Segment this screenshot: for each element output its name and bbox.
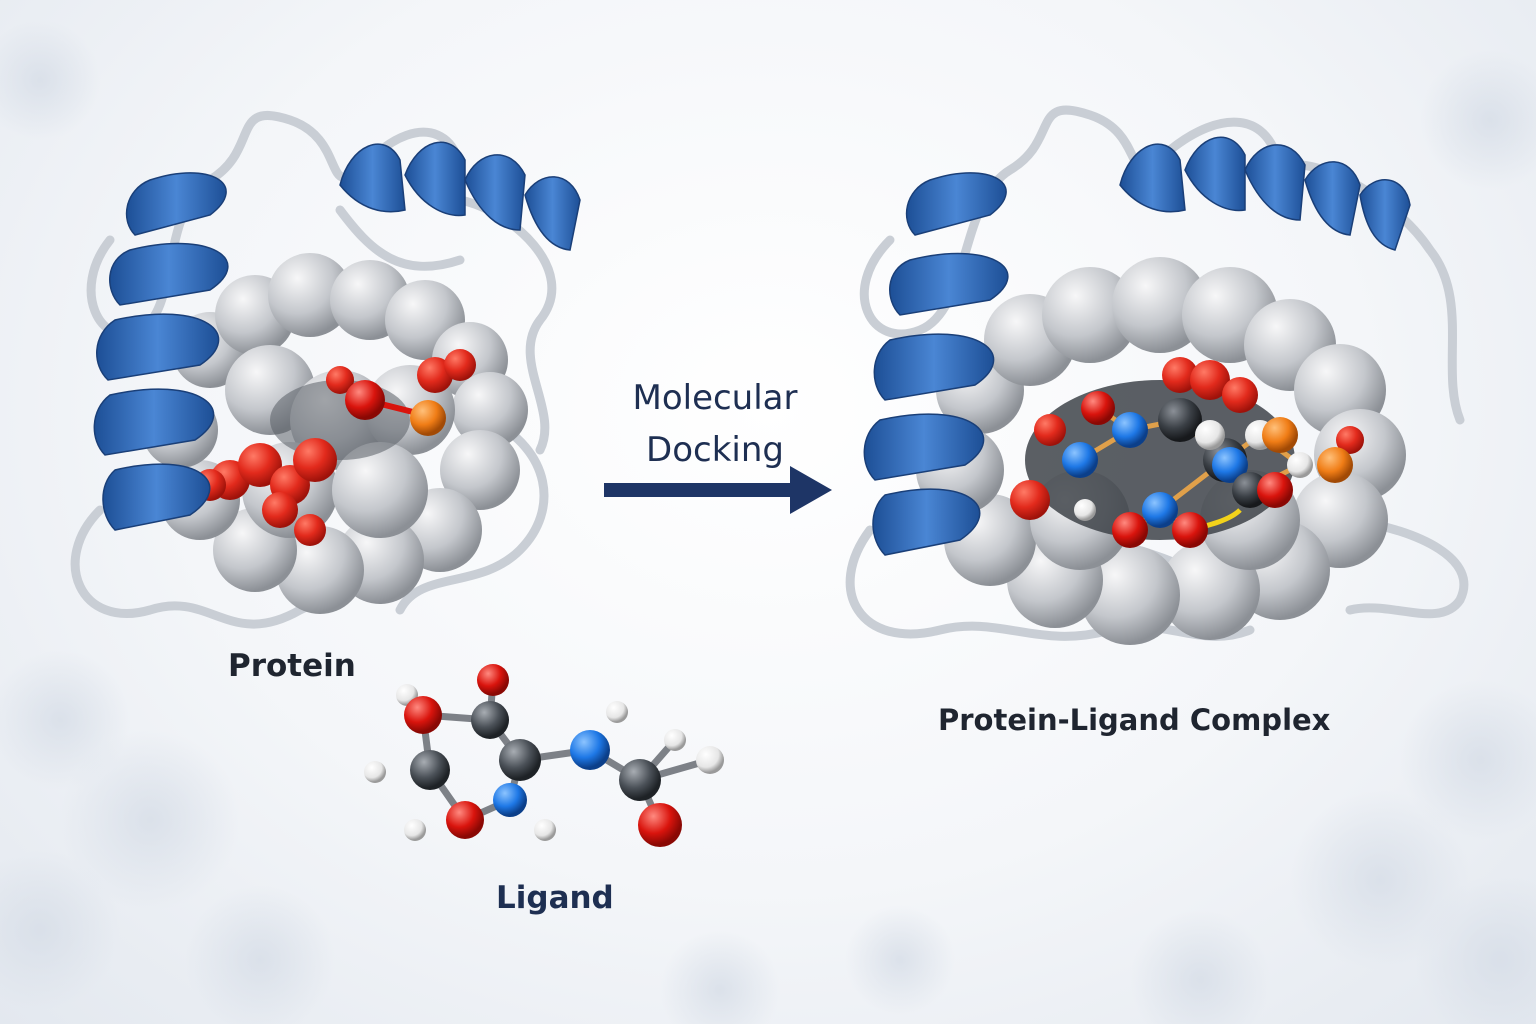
binding-pocket-residues — [1010, 357, 1364, 520]
docked-ligand — [1062, 391, 1353, 548]
alpha-helix-top — [1119, 136, 1411, 251]
phosphorus-atom — [410, 400, 446, 436]
process-label: Molecular Docking — [600, 372, 830, 476]
protein-label: Protein — [228, 648, 356, 684]
alpha-helix-left — [93, 172, 229, 531]
process-label-line1: Molecular — [632, 378, 798, 418]
alpha-helix-left — [863, 172, 1009, 556]
alpha-helix-top — [339, 141, 581, 251]
complex-label: Protein-Ligand Complex — [938, 703, 1331, 737]
right-arrow-icon — [604, 466, 832, 514]
protein-figure — [70, 110, 581, 629]
ligand-label: Ligand — [496, 880, 614, 916]
binding-pocket-residues — [194, 349, 476, 546]
complex-figure — [845, 105, 1469, 645]
ligand-molecule — [364, 664, 724, 847]
oxygen-atom — [345, 380, 385, 420]
process-label-line2: Docking — [646, 430, 784, 470]
ligand-atoms — [364, 664, 724, 847]
